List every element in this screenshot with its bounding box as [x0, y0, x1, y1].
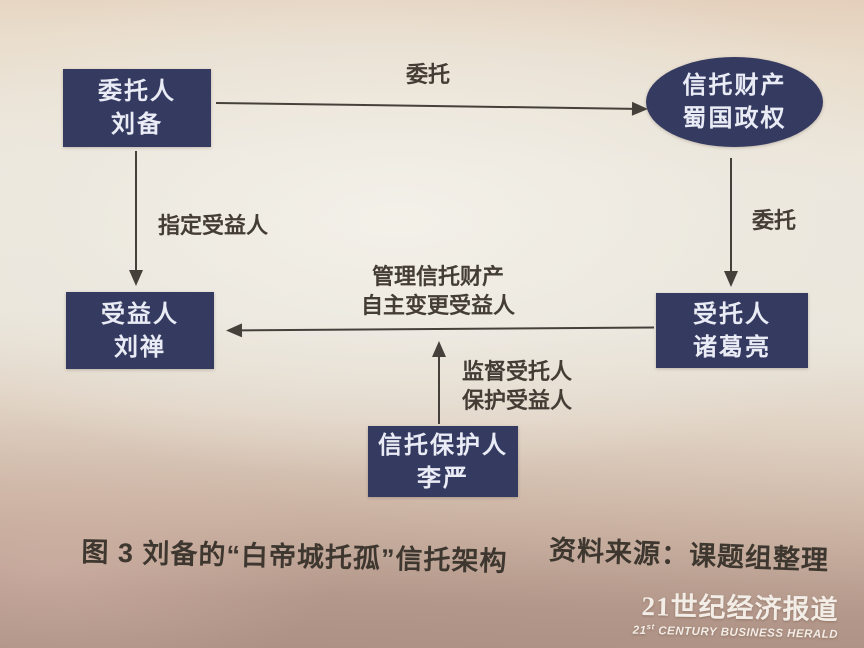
label-entrust-right: 委托: [752, 208, 797, 233]
node-trust-property: 信托财产 蜀国政权: [646, 57, 823, 147]
node-trustor: 委托人 刘备: [63, 69, 211, 147]
watermark-en-num: 21: [632, 624, 647, 637]
node-trustor-line2: 刘备: [111, 111, 163, 138]
arrow-entrust-right: [723, 158, 739, 288]
watermark-english-logo: 21st CENTURY BUSINESS HERALD: [632, 620, 838, 642]
node-beneficiary-line1: 受益人: [101, 300, 179, 328]
label-supervise: 监督受托人 保护受益人: [462, 357, 572, 415]
node-trustee-line1: 受托人: [693, 300, 771, 328]
arrow-supervise: [431, 341, 447, 424]
node-trustor-line1: 委托人: [98, 78, 176, 105]
source-caption: 资料来源：课题组整理: [548, 534, 830, 576]
watermark-en-sup: st: [646, 622, 655, 632]
node-protector: 信托保护人 李严: [368, 426, 518, 497]
arrowhead-right-icon: [631, 101, 649, 117]
node-protector-line1: 信托保护人: [378, 431, 508, 459]
arrow-line: [438, 355, 440, 424]
figure-caption: 图 3 刘备的“白帝城托孤”信托架构: [81, 536, 508, 577]
node-beneficiary: 受益人 刘禅: [66, 292, 214, 369]
arrowhead-left-icon: [225, 323, 243, 338]
arrow-entrust-top: [216, 95, 649, 117]
node-trust-property-line2: 蜀国政权: [682, 105, 787, 132]
arrow-line: [216, 101, 634, 110]
arrow-manage: [225, 320, 655, 339]
label-supervise-line1: 监督受托人: [462, 359, 573, 384]
arrow-line: [240, 326, 655, 332]
arrowhead-down-icon: [129, 270, 143, 286]
label-manage-line1: 管理信托财产: [371, 264, 504, 289]
node-trustee: 受托人 诸葛亮: [656, 293, 808, 368]
label-manage: 管理信托财产 自主变更受益人: [338, 262, 538, 320]
publisher-watermark: 21世纪经济报道 21st CENTURY BUSINESS HERALD: [632, 591, 839, 642]
arrow-line: [730, 158, 732, 272]
arrowhead-up-icon: [432, 341, 446, 357]
arrow-designate-beneficiary: [128, 151, 144, 287]
node-protector-line2: 李严: [417, 464, 469, 492]
arrow-line: [135, 151, 137, 271]
watermark-chinese-logo: 21世纪经济报道: [640, 591, 839, 626]
label-entrust-top: 委托: [405, 62, 450, 87]
watermark-en-rest: CENTURY BUSINESS HERALD: [654, 625, 838, 641]
label-designate-beneficiary: 指定受益人: [158, 213, 269, 238]
label-supervise-line2: 保护受益人: [462, 388, 573, 413]
arrowhead-down-icon: [724, 271, 738, 287]
node-trust-property-line1: 信托财产: [682, 72, 787, 99]
node-trustee-line2: 诸葛亮: [693, 333, 771, 361]
node-beneficiary-line2: 刘禅: [114, 333, 166, 361]
label-manage-line2: 自主变更受益人: [360, 293, 515, 318]
